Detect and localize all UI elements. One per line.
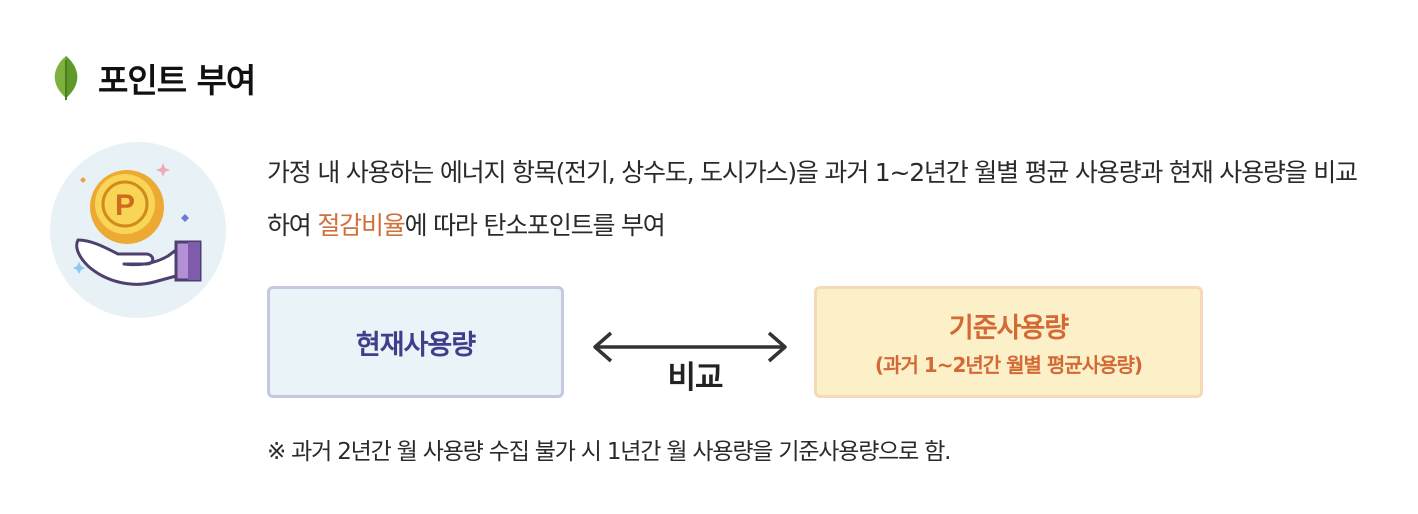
description-text-2: 에 따라 탄소포인트를 부여: [404, 211, 666, 240]
footnote: ※ 과거 2년간 월 사용량 수집 불가 시 1년간 월 사용량을 기준사용량으…: [267, 439, 951, 465]
description: 가정 내 사용하는 에너지 항목(전기, 상수도, 도시가스)을 과거 1~2년…: [267, 146, 1377, 252]
description-text-1: 가정 내 사용하는 에너지 항목(전기, 상수도, 도시가스)을 과거 1~2년…: [267, 158, 1358, 240]
double-arrow-icon: [593, 331, 787, 363]
current-usage-box: 현재사용량: [267, 286, 564, 398]
leaf-icon: [54, 56, 78, 100]
base-usage-sublabel: (과거 1~2년간 월별 평균사용량): [874, 353, 1143, 377]
hand-point-coin-icon: P: [50, 142, 226, 318]
base-usage-label: 기준사용량: [948, 313, 1069, 344]
base-usage-box: 기준사용량 (과거 1~2년간 월별 평균사용량): [814, 286, 1203, 398]
section-title: 포인트 부여: [98, 61, 256, 100]
compare-label: 비교: [667, 360, 723, 396]
section-heading: 포인트 부여: [48, 54, 256, 102]
coin-letter: P: [115, 189, 135, 222]
highlight-savings-ratio: 절감비율: [317, 211, 405, 240]
current-usage-label: 현재사용량: [355, 329, 476, 361]
